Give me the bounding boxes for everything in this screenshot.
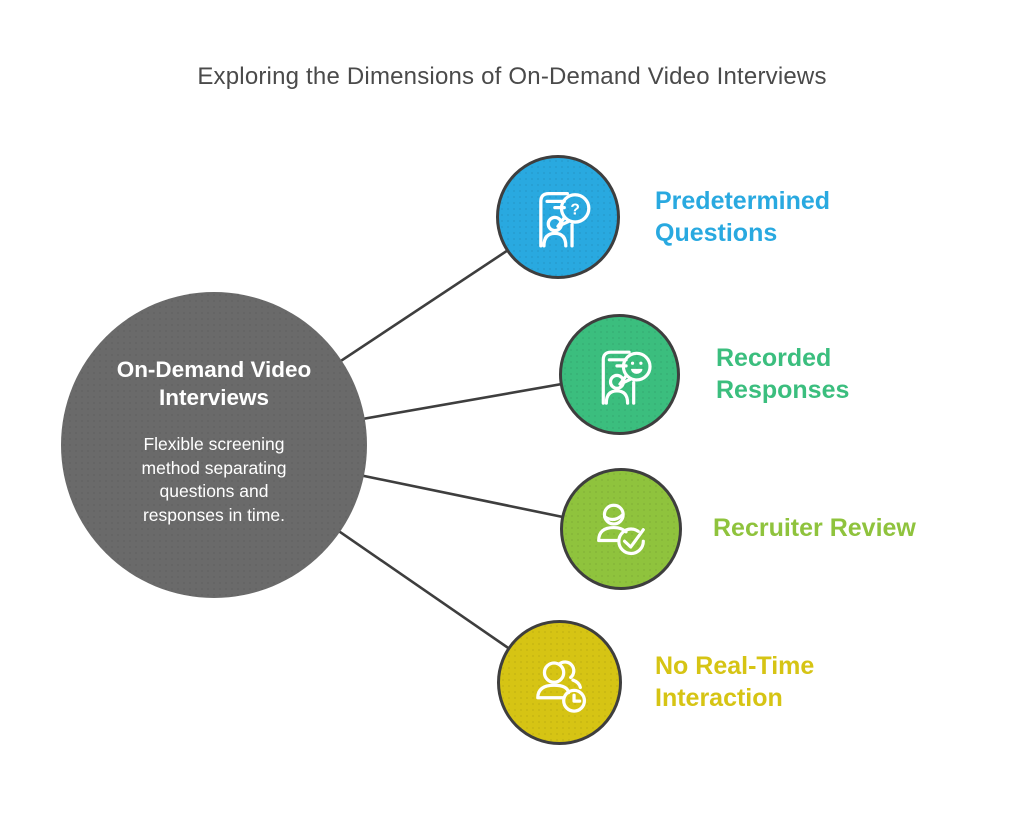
svg-text:?: ?: [570, 201, 580, 218]
node-label-line: No Real-Time: [655, 652, 815, 680]
node-circle-predetermined-questions: ?: [496, 155, 620, 279]
node-label-no-real-time-interaction: No Real-Time Interaction: [655, 651, 814, 714]
phone-question-bubble-icon: ?: [539, 191, 591, 248]
node-circle-recorded-responses: [559, 314, 680, 435]
central-topic-title: On-Demand Video Interviews: [61, 356, 367, 412]
central-topic-description: Flexible screening method separating que…: [61, 433, 367, 527]
node-label-recorded-responses: Recorded Responses: [716, 343, 849, 406]
phone-smiley-bubble-icon: [601, 350, 652, 405]
node-label-predetermined-questions: Predetermined Questions: [655, 186, 830, 249]
node-label-line: Interaction: [655, 683, 783, 712]
node-label-line: Recorded: [716, 344, 832, 372]
node-label-recruiter-review: Recruiter Review: [713, 513, 916, 545]
central-topic-title-line: On-Demand Video: [116, 357, 312, 382]
central-topic-description-line: questions and: [159, 481, 269, 501]
central-topic-description-line: responses in time.: [142, 504, 285, 525]
central-topic-description-line: Flexible screening: [143, 434, 285, 454]
central-topic-description-line: method separating: [141, 457, 287, 478]
central-topic-title-line: Interviews: [158, 385, 270, 410]
node-label-line: Questions: [655, 218, 778, 247]
central-topic-circle: On-Demand Video Interviews Flexible scre…: [61, 292, 367, 598]
node-label-line: Responses: [716, 375, 850, 404]
node-circle-no-real-time-interaction: [497, 620, 622, 745]
node-circle-recruiter-review: [560, 468, 682, 590]
people-clock-icon: [535, 659, 586, 713]
node-label-line: Predetermined: [655, 187, 831, 215]
person-checkmark-icon: [597, 503, 645, 556]
node-label-line: Recruiter Review: [713, 514, 916, 542]
page-title: Exploring the Dimensions of On-Demand Vi…: [197, 63, 827, 90]
